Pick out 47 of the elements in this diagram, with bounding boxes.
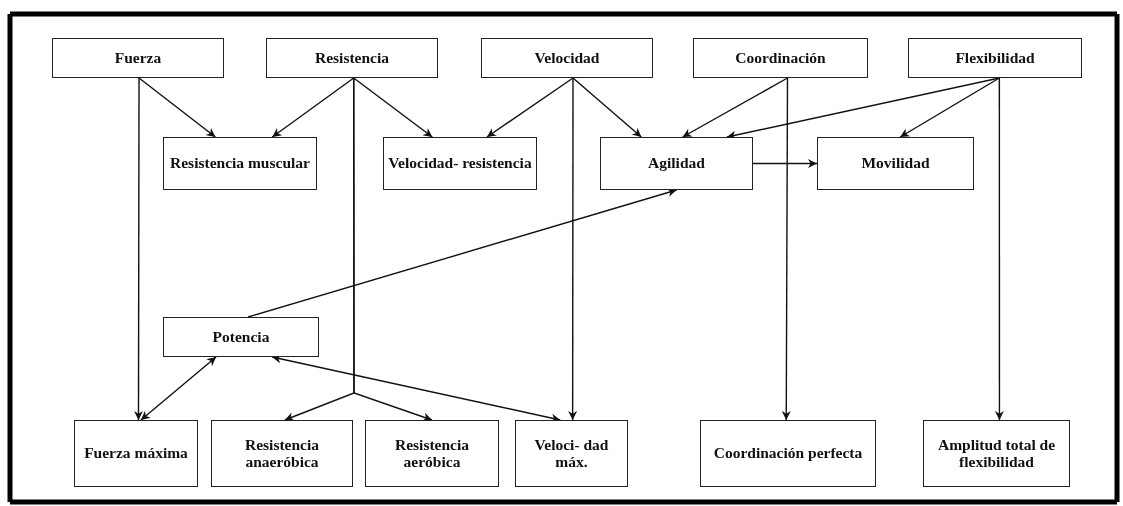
arrow	[899, 77, 1001, 138]
box-label: Resistencia anaeróbica	[243, 437, 320, 470]
concept-box	[163, 317, 319, 357]
concept-box	[52, 38, 224, 78]
arrow	[681, 77, 789, 138]
concept-box	[211, 420, 353, 487]
box-label: Fuerza máxima	[84, 445, 188, 462]
arrow	[353, 77, 433, 138]
arrow	[140, 356, 217, 421]
box-label: Velocidad- resistencia	[388, 155, 532, 172]
concept-box	[923, 420, 1070, 487]
concept-box	[700, 420, 876, 487]
box-label: Veloci- dad máx.	[534, 437, 609, 470]
box-label: Amplitud total de flexibilidad	[936, 437, 1057, 470]
box-label: Velocidad	[534, 49, 600, 67]
box-label: Resistencia aeróbica	[393, 437, 470, 470]
box-label: Resistencia muscular	[170, 155, 310, 172]
concept-box	[383, 137, 537, 190]
concept-box	[74, 420, 198, 487]
concept-box	[600, 137, 753, 190]
box-label: Flexibilidad	[955, 49, 1035, 67]
box-label: Agilidad	[648, 155, 705, 172]
concept-box	[481, 38, 653, 78]
arrow	[568, 77, 578, 421]
arrow	[752, 159, 818, 168]
box-label: Coordinación	[735, 49, 826, 67]
arrow	[353, 77, 433, 422]
box-label: Fuerza	[114, 49, 162, 67]
box-label: Movilidad	[861, 155, 930, 172]
arrow	[994, 77, 1004, 421]
box-label: Coordinación perfecta	[713, 445, 863, 462]
arrow	[134, 77, 143, 421]
arrow	[572, 77, 642, 138]
arrow	[247, 188, 678, 318]
concept-box	[908, 38, 1082, 78]
arrow	[781, 77, 791, 421]
box-label: Potencia	[212, 328, 270, 346]
arrow	[138, 77, 217, 138]
concept-box	[515, 420, 628, 487]
arrow	[271, 77, 355, 138]
box-label: Resistencia	[314, 49, 389, 67]
concept-box	[163, 137, 317, 190]
concept-box	[365, 420, 499, 487]
concept-box	[693, 38, 868, 78]
concept-box	[817, 137, 974, 190]
concept-box	[266, 38, 438, 78]
arrow	[486, 77, 574, 138]
